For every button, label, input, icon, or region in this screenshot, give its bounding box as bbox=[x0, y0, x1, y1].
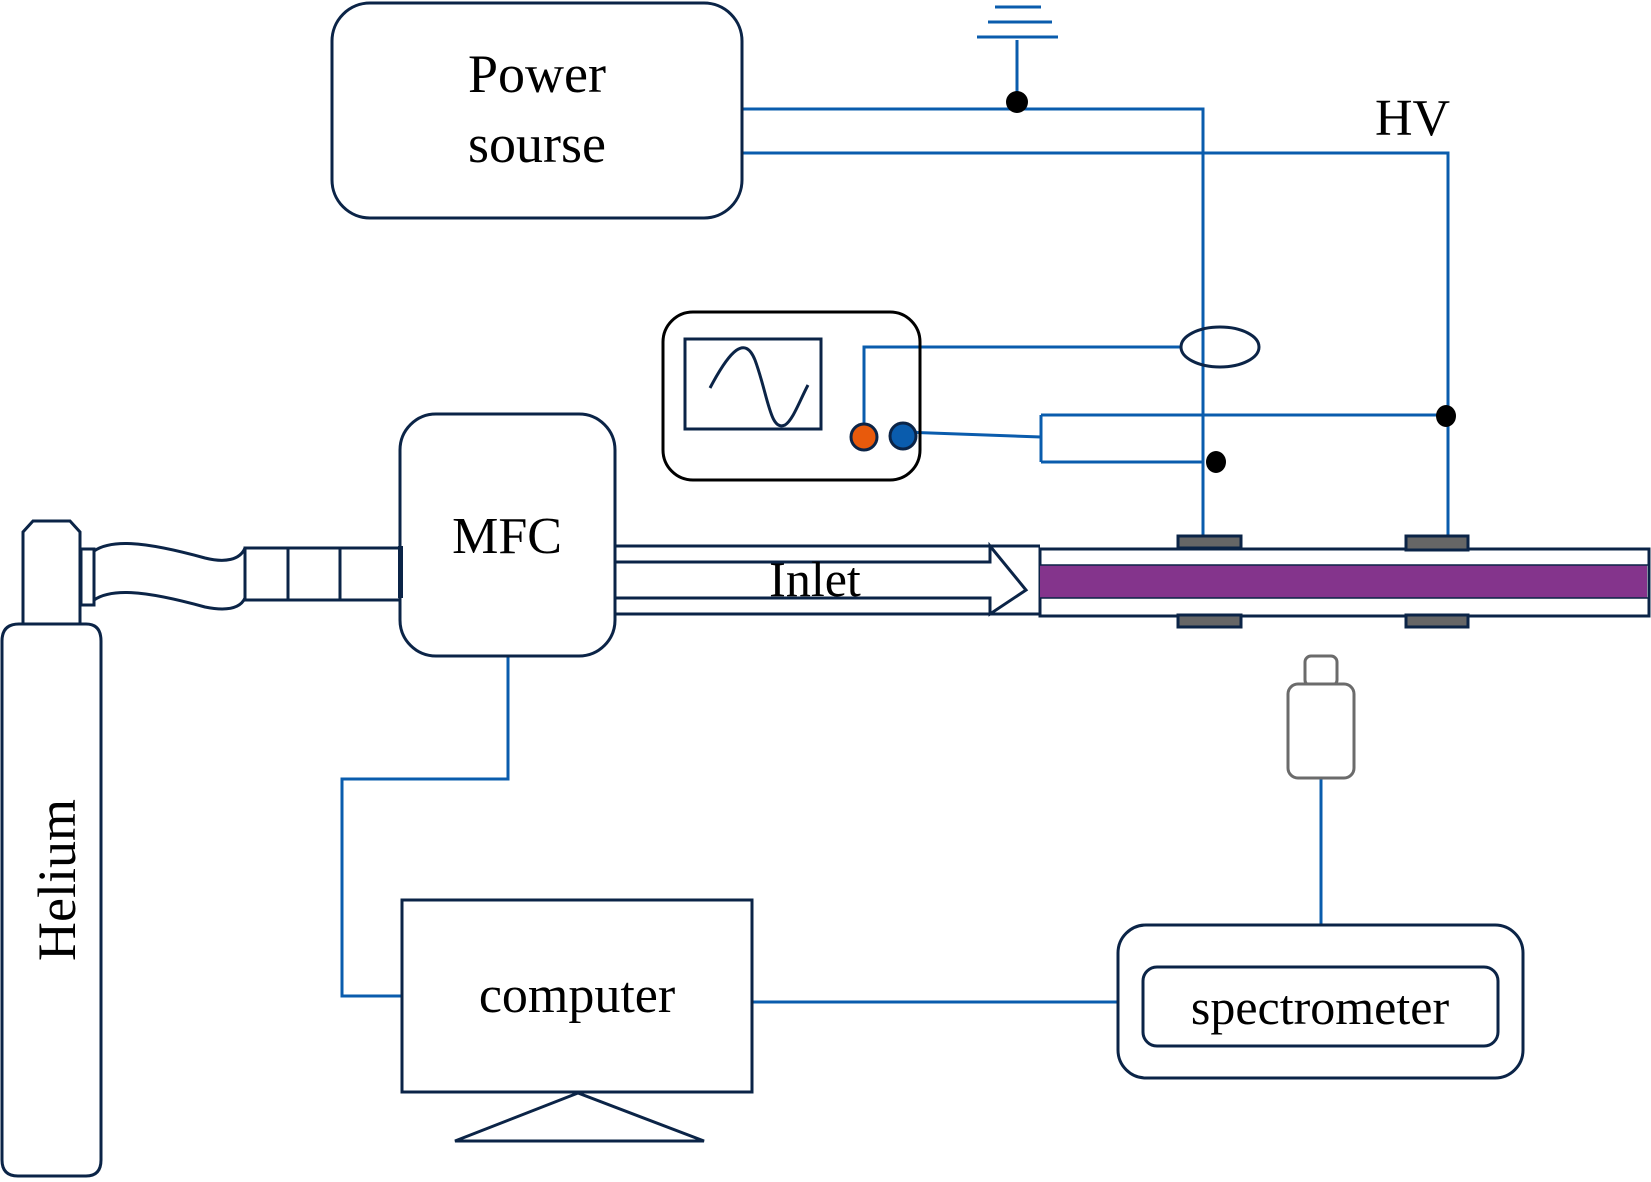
ground-icon bbox=[977, 5, 1058, 39]
mfc-computer-wire bbox=[340, 656, 510, 998]
power-source-label-2: sourse bbox=[468, 114, 606, 174]
power-source: Power sourse bbox=[330, 1, 744, 220]
electrode-bottom-2 bbox=[1404, 613, 1470, 629]
helium-cylinder bbox=[0, 519, 342, 1178]
computer-label: computer bbox=[479, 967, 675, 1024]
orange-probe-terminal bbox=[849, 422, 879, 452]
junction-dot bbox=[1436, 405, 1456, 427]
junctions bbox=[1006, 91, 1456, 473]
mfc-inlet-pipe bbox=[286, 546, 402, 602]
computer: computer bbox=[400, 898, 754, 1143]
oscilloscope bbox=[661, 310, 922, 482]
discharge-tube bbox=[1038, 547, 1651, 618]
helium-label: Helium bbox=[27, 799, 87, 961]
wires bbox=[340, 40, 1450, 1004]
electrode-bottom-1 bbox=[1176, 613, 1243, 629]
voltage-probe-wire bbox=[902, 430, 1042, 439]
electrode-top-2 bbox=[1404, 534, 1470, 552]
junction-dot bbox=[1206, 451, 1226, 473]
sine-wave-icon bbox=[708, 346, 810, 428]
blue-probe-terminal bbox=[888, 421, 918, 451]
spectrometer: spectrometer bbox=[1116, 923, 1525, 1080]
inlet-label: Inlet bbox=[769, 551, 861, 607]
mfc: MFC bbox=[398, 412, 617, 658]
power-wire-1 bbox=[742, 107, 1205, 540]
power-source-label-1: Power bbox=[468, 44, 606, 104]
inlet-arrow bbox=[615, 541, 1040, 617]
plasma-jet bbox=[1040, 565, 1647, 598]
current-probe-wire bbox=[862, 345, 1182, 431]
oscilloscope-screen bbox=[683, 337, 823, 431]
current-probe-coil bbox=[1179, 325, 1261, 369]
junction-dot bbox=[1006, 91, 1028, 113]
spectrometer-label: spectrometer bbox=[1191, 979, 1450, 1035]
electrode-top-1 bbox=[1176, 534, 1243, 550]
mfc-label: MFC bbox=[452, 508, 562, 565]
computer-stand bbox=[454, 1091, 705, 1143]
hv-label: HV bbox=[1375, 90, 1450, 147]
optical-probe-icon bbox=[1286, 654, 1356, 780]
electrodes bbox=[1176, 534, 1470, 629]
